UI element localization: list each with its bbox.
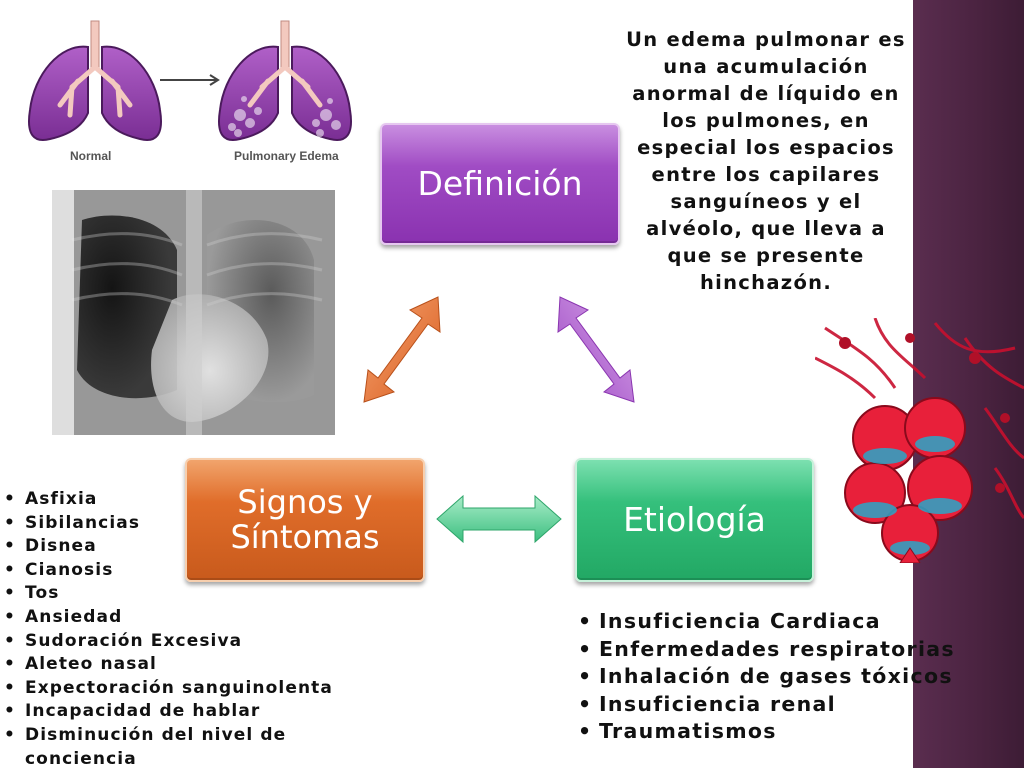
node-signos-sintomas: Signos y Síntomas (185, 458, 425, 582)
lungs-comparison-svg (28, 20, 352, 141)
edema-lungs-icon (218, 20, 352, 141)
cause-item: •Inhalación de gases tóxicos (578, 664, 953, 688)
cause-item: •Enfermedades respiratorias (578, 636, 955, 661)
symptom-item: •Asfixia (4, 489, 98, 509)
side-decorative-band (913, 0, 1024, 768)
symptom-item: •Sibilancias (4, 512, 141, 533)
symptoms-list: •Asfixia •Sibilancias •Disnea •Cianosis … (4, 488, 404, 771)
node-etiologia-label: Etiología (623, 499, 766, 539)
symptom-item: •Ansiedad (4, 606, 123, 627)
symptom-item: •Incapacidad de hablar (4, 701, 261, 722)
symptom-item: •Cianosis (4, 559, 114, 580)
cause-item: •Insuficiencia Cardiaca (578, 609, 881, 633)
symptom-item: •Disnea (4, 536, 97, 557)
symptom-item: •Expectoración sanguinolenta (4, 677, 333, 698)
alveoli-svg (814, 317, 1024, 564)
node-signos-line2: Síntomas (230, 518, 380, 556)
arrow-signos-definicion (363, 296, 441, 403)
symptom-item: •Sudoración Excesiva (4, 630, 243, 651)
normal-lungs-icon (28, 20, 162, 141)
arrow-definicion-etiologia (557, 296, 635, 403)
cause-item: •Traumatismos (578, 719, 777, 743)
alveoli-illustration (814, 317, 1024, 564)
symptom-item: •Disminución del nivel de conciencia (4, 724, 287, 769)
node-definicion: Definición (380, 123, 620, 245)
definition-paragraph: Un edema pulmonar es una acumulación ano… (626, 28, 906, 294)
node-etiologia: Etiología (575, 458, 814, 582)
causes-list: •Insuficiencia Cardiaca •Enfermedades re… (578, 608, 1008, 746)
node-signos-line1: Signos y (237, 482, 373, 521)
normal-caption: Normal (70, 149, 112, 163)
lungs-comparison-illustration: Normal Pulmonary Edema (20, 15, 360, 175)
symptom-item: •Tos (4, 583, 60, 604)
symptom-item: •Aleteo nasal (4, 654, 157, 675)
cause-item: •Insuficiencia renal (578, 691, 836, 716)
chest-xray-image (52, 190, 335, 435)
chest-xray-svg (52, 190, 335, 435)
node-definicion-label: Definición (417, 163, 583, 203)
edema-caption: Pulmonary Edema (234, 149, 339, 163)
arrow-signos-etiologia (436, 494, 562, 544)
